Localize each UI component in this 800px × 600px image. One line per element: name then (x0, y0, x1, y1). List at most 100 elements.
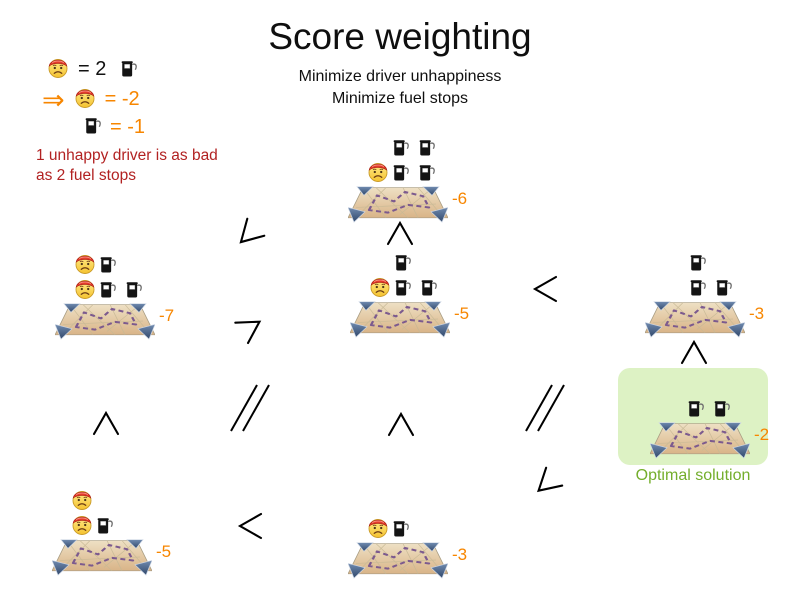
fuel-pump-icon (84, 113, 102, 141)
unhappy-driver-icon (366, 159, 392, 183)
fuel-pump-icon (420, 275, 446, 298)
score-badge: -5 (454, 304, 470, 323)
solution-map: -5 (52, 538, 171, 576)
fuel-pump-icon (85, 118, 101, 134)
fuel-pump-icon (715, 275, 741, 298)
penalty-icon-row (70, 511, 152, 536)
incomparable-icon (230, 384, 270, 432)
fuel-pump-icon (97, 518, 113, 534)
solution-mid-left: -7 (55, 250, 174, 340)
route-map (348, 185, 448, 223)
unhappy-driver-icon (73, 276, 99, 300)
penalty-icon-row (73, 250, 155, 275)
route-map-icon (52, 539, 152, 576)
score-badge: -3 (452, 545, 468, 564)
unhappy-driver-icon (46, 55, 70, 84)
fuel-pump-icon (392, 516, 418, 539)
fuel-pump-icon (395, 255, 411, 271)
fuel-pump-icon (392, 135, 418, 158)
less-than-icon (680, 338, 708, 366)
legend-note-line-2: as 2 fuel stops (36, 167, 136, 184)
route-map (350, 300, 450, 338)
less-than-icon (387, 410, 415, 438)
unhappy-driver-icon (368, 274, 394, 298)
fuel-pump-icon (393, 165, 409, 181)
penalty-icon-row (368, 273, 450, 298)
penalty-icons (366, 514, 448, 539)
penalty-icon-row (663, 248, 745, 273)
penalty-icons (368, 248, 450, 298)
solution-bottom-center: -3 (348, 514, 467, 579)
fuel-pump-icon (421, 280, 437, 296)
penalty-icons (366, 133, 448, 183)
fuel-pump-icon (713, 396, 739, 419)
subtitle-line-1: Minimize driver unhappiness (298, 68, 502, 85)
optimal-solution-highlight: -2 (618, 368, 769, 465)
penalty-icon-row (366, 158, 448, 183)
unhappy-driver-icon (75, 280, 95, 299)
penalty-icons (661, 394, 768, 419)
score-badge: -7 (159, 306, 175, 325)
solution-bottom-left: -5 (52, 486, 171, 576)
penalty-icon-row (70, 486, 152, 511)
fuel-pump-icon (99, 277, 125, 300)
unhappy-driver-icon (75, 89, 95, 108)
penalty-icons (663, 248, 745, 298)
less-than-icon (680, 339, 708, 365)
less-than-icon (536, 466, 564, 493)
unhappy-driver-icon (72, 516, 92, 535)
fuel-pump-icon (393, 140, 409, 156)
fuel-pump-icon (419, 165, 435, 181)
less-than-icon (526, 464, 566, 504)
less-than-icon (387, 411, 415, 437)
subtitle-line-2: Minimize fuel stops (331, 90, 469, 107)
unhappy-driver-icon (73, 85, 97, 114)
penalty-icon-row (366, 514, 448, 539)
legend-definition-row: = 2 (46, 55, 138, 84)
solution-map: -2 (650, 421, 769, 459)
route-map-icon (55, 303, 155, 340)
fuel-pump-icon (395, 280, 411, 296)
penalty-icon-row (663, 273, 745, 298)
unhappy-driver-icon (70, 487, 96, 511)
incomparable-icon (524, 383, 566, 433)
fuel-pump-icon (125, 277, 151, 300)
route-map (55, 302, 155, 340)
incomparable-icon (229, 383, 271, 433)
fuel-pump-icon (99, 252, 125, 275)
less-than-icon (92, 410, 120, 436)
penalty-icon-row (366, 133, 448, 158)
fuel-pump-icon (121, 60, 138, 76)
route-map-icon (348, 186, 448, 223)
fuel-pump-icon (689, 275, 715, 298)
unhappy-driver-icon (366, 515, 392, 539)
route-map (348, 541, 448, 579)
fuel-pump-icon (690, 280, 706, 296)
implies-arrow-icon: ⇒ (42, 84, 65, 115)
less-than-icon (237, 512, 263, 540)
score-badge: -3 (749, 304, 765, 323)
route-map (650, 421, 750, 459)
fuel-pump-icon (689, 250, 715, 273)
penalty-icon-row (368, 248, 450, 273)
less-than-icon (236, 512, 264, 540)
legend-fuel-weight-text: = -1 (110, 115, 146, 138)
penalty-icon-row (661, 394, 768, 419)
unhappy-driver-icon (368, 163, 388, 182)
page-title: Score weighting (268, 16, 532, 57)
fuel-pump-icon (714, 401, 730, 417)
score-badge: -2 (754, 425, 770, 444)
fuel-pump-icon (392, 160, 418, 183)
solution-map: -3 (645, 300, 764, 338)
score-badge: -5 (156, 542, 172, 561)
unhappy-driver-icon (70, 512, 96, 536)
fuel-pump-icon (120, 56, 138, 84)
incomparable-icon (525, 384, 565, 432)
optimal-solution-label: Optimal solution (635, 467, 751, 484)
unhappy-driver-icon (73, 251, 99, 275)
fuel-pump-icon (688, 401, 704, 417)
solution-map: -5 (350, 300, 469, 338)
solution-map: -7 (55, 302, 174, 340)
solution-map: -6 (348, 185, 467, 223)
